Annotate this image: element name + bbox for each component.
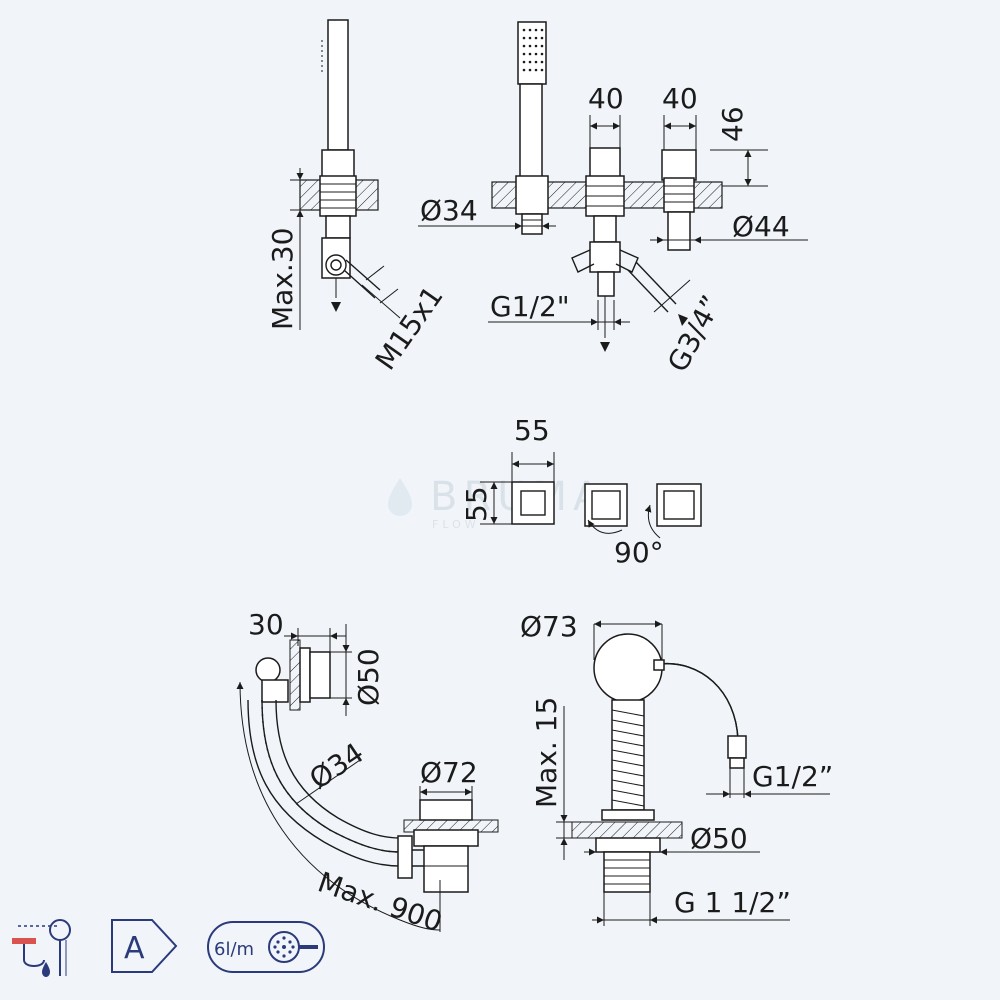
label-g112: G 1 1/2”	[674, 886, 791, 919]
label-90deg: 90°	[614, 536, 664, 569]
label-g34: G3/4”	[661, 290, 728, 377]
label-g12-top: G1/2"	[490, 290, 570, 323]
label-d72: Ø72	[420, 756, 478, 789]
drop-icon	[42, 962, 50, 977]
label-width40-b: 40	[662, 82, 698, 115]
label-d50-right: Ø50	[690, 822, 748, 855]
drop-icon	[388, 478, 412, 516]
flow-rate-badge: 6l/m	[207, 921, 325, 973]
flow-rate-value: 6l/m	[214, 939, 254, 960]
label-d34-hose: Ø34	[303, 736, 369, 796]
energy-class-value: A	[124, 931, 145, 966]
label-height55: 55	[460, 486, 493, 522]
label-width40-a: 40	[588, 82, 624, 115]
label-d73: Ø73	[520, 610, 578, 643]
label-width55: 55	[514, 414, 550, 447]
label-d50-left: Ø50	[352, 648, 385, 706]
label-g12-right: G1/2”	[752, 760, 833, 793]
square-handles-top-view	[480, 452, 702, 539]
label-d44: Ø44	[732, 210, 790, 243]
three-hole-mixer-side-view	[418, 21, 808, 352]
label-max30: Max.30	[266, 228, 299, 330]
energy-class-badge: A	[111, 919, 178, 973]
watermark-tagline: FLOW	[432, 518, 480, 531]
hot-cold-mixer-badge	[12, 919, 71, 977]
label-max15: Max. 15	[530, 697, 563, 808]
label-height46: 46	[716, 106, 749, 142]
shower-column-side-view	[290, 19, 401, 330]
bath-waste-overflow	[236, 624, 499, 932]
bath-filler-side-view	[556, 620, 830, 926]
label-d34-top: Ø34	[420, 194, 478, 227]
label-m15x1: M15x1	[369, 280, 450, 376]
label-width30: 30	[248, 608, 284, 641]
watermark: BRUMA FLOW	[388, 474, 600, 531]
